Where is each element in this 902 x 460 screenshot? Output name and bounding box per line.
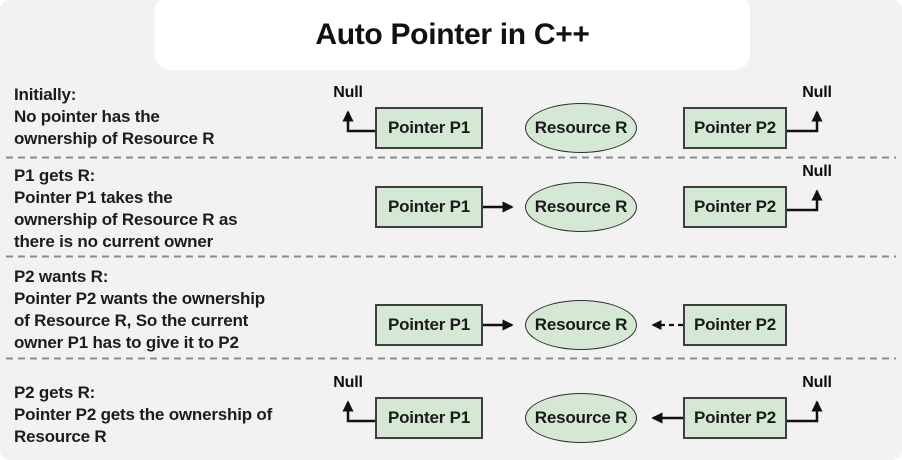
step-2-line: there is no current owner (14, 232, 214, 251)
step-1-text: Initially: No pointer has the ownership … (14, 84, 366, 150)
pointer-p2-box: Pointer P2 (683, 397, 787, 439)
null-label: Null (333, 374, 363, 391)
pointer-p1-box: Pointer P1 (375, 107, 483, 149)
step-4-line: Pointer P2 gets the ownership of (14, 405, 273, 424)
null-label: Null (333, 84, 363, 101)
resource-r-ellipse: Resource R (525, 103, 637, 153)
pointer-p1-box: Pointer P1 (375, 186, 483, 228)
step-4-line: Resource R (14, 427, 107, 446)
pointer-p1-box: Pointer P1 (375, 304, 483, 346)
resource-r-ellipse: Resource R (525, 300, 637, 350)
pointer-p1-box: Pointer P1 (375, 397, 483, 439)
title-card: Auto Pointer in C++ (155, 0, 750, 70)
null-label: Null (802, 163, 832, 180)
step-1-line: ownership of Resource R (14, 129, 215, 148)
null-connector-p2 (787, 189, 823, 212)
pointer-p2-box: Pointer P2 (683, 304, 787, 346)
resource-r-ellipse: Resource R (525, 393, 637, 443)
null-label: Null (802, 84, 832, 101)
step-4-text: P2 gets R: Pointer P2 gets the ownership… (14, 382, 366, 448)
step-2-line: ownership of Resource R as (14, 210, 238, 229)
null-connector-p2 (787, 400, 823, 423)
step-2-heading: P1 gets R: (14, 166, 96, 185)
step-3-line: of Resource R, So the current (14, 311, 249, 330)
step-3-line: owner P1 has to give it to P2 (14, 333, 239, 352)
pointer-p2-box: Pointer P2 (683, 186, 787, 228)
step-4-heading: P2 gets R: (14, 383, 96, 402)
step-1-heading: Initially: (14, 85, 77, 104)
step-2-text: P1 gets R: Pointer P1 takes the ownershi… (14, 165, 366, 253)
page-title: Auto Pointer in C++ (315, 18, 590, 51)
step-3-text: P2 wants R: Pointer P2 wants the ownersh… (14, 266, 366, 354)
step-1-line: No pointer has the (14, 107, 160, 126)
step-3-line: Pointer P2 wants the ownership (14, 289, 265, 308)
step-2-line: Pointer P1 takes the (14, 188, 173, 207)
null-label: Null (802, 374, 832, 391)
pointer-p2-box: Pointer P2 (683, 107, 787, 149)
resource-r-ellipse: Resource R (525, 182, 637, 232)
step-3-heading: P2 wants R: (14, 267, 109, 286)
null-connector-p2 (787, 110, 823, 133)
